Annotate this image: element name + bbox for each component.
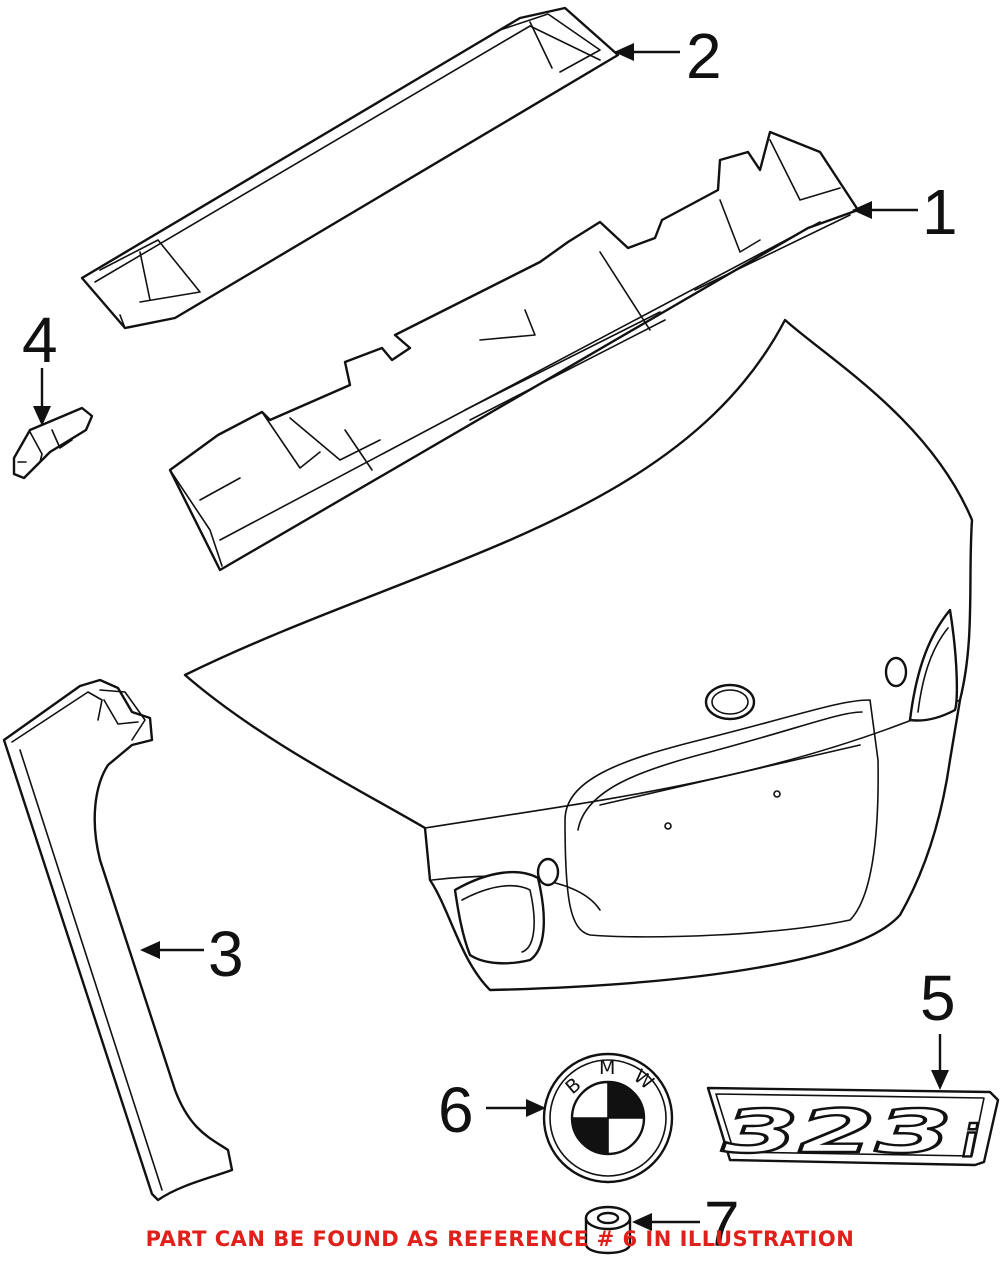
callout-7: 7	[704, 1188, 740, 1260]
callout-5: 5	[920, 962, 956, 1034]
callout-numbers: 1 2 3 4 5 6 7	[22, 20, 958, 1260]
callout-2: 2	[686, 20, 722, 92]
leader-arrows	[33, 43, 949, 1231]
part-7-grommet	[584, 1205, 632, 1255]
part-3-pillar-trim	[2, 678, 234, 1202]
part-4-clip	[12, 406, 94, 480]
part-1-trim-panel	[168, 130, 860, 572]
callout-3: 3	[208, 918, 244, 990]
emblem-suffix-text: i	[962, 1116, 978, 1167]
emblem-number-text: 323	[722, 1097, 952, 1167]
footer-note: PART CAN BE FOUND AS REFERENCE # 6 IN IL…	[146, 1227, 855, 1251]
part-2-trim-strip	[80, 6, 620, 330]
badge-letter-m: M	[599, 1057, 615, 1079]
trunk-lid	[183, 318, 974, 992]
callout-6: 6	[438, 1074, 474, 1146]
callout-4: 4	[22, 304, 58, 376]
callout-1: 1	[922, 176, 958, 248]
part-5-model-emblem: 323 i	[706, 1086, 1000, 1168]
part-6-roundel-badge: B M W	[542, 1052, 674, 1184]
